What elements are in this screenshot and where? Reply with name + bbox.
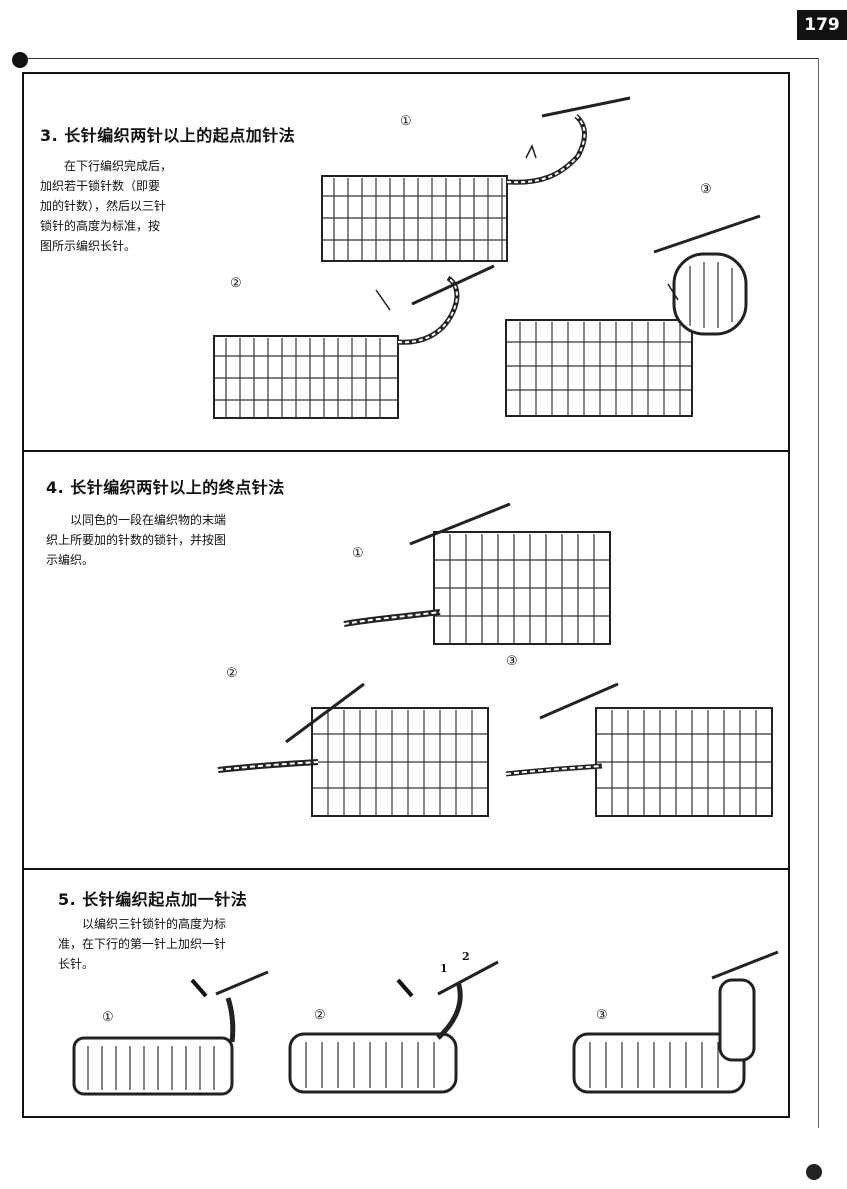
section-text: 以编织三针锁针的高度为标 准，在下行的第一针上加织一针 长针。 [58,917,227,971]
step-label: ① [400,114,412,129]
crochet-diagram [321,96,631,262]
arrow-label: 1 [440,962,448,975]
step-label: ② [226,666,238,681]
corner-mark [806,1164,822,1180]
content-frame: 3. 长针编织两针以上的起点加针法 在下行编织完成后， 加织若干锁针数（即要 加… [22,72,790,1118]
section-4: 4. 长针编织两针以上的终点针法 以同色的一段在编织物的末端 织上所要加的针数的… [24,450,788,868]
section-title: 3. 长针编织两针以上的起点加针法 [40,126,296,145]
section-text: 在下行编织完成后， 加织若干锁针数（即要 加的针数），然后以三针 锁针的高度为标… [40,159,173,253]
crochet-diagram [217,682,489,817]
crochet-diagram [505,682,773,817]
section-text: 以同色的一段在编织物的末端 织上所要加的针数的锁针，并按图 示编织。 [46,513,227,567]
step-label: ② [314,1008,326,1023]
section-title: 4. 长针编织两针以上的终点针法 [46,478,285,497]
arrow-label: 2 [462,950,470,963]
step-label: ③ [596,1008,608,1023]
margin-rule [818,58,819,1128]
crochet-diagram [343,502,611,645]
crochet-diagram [505,214,761,417]
crochet-diagram [213,264,495,419]
header-bullet [12,52,28,68]
crochet-diagram [572,950,779,1094]
step-label: ② [230,276,242,291]
section-3: 3. 长针编织两针以上的起点加针法 在下行编织完成后， 加织若干锁针数（即要 加… [24,74,788,450]
page-number: 179 [797,10,847,40]
step-label: ① [102,1010,114,1025]
section-title: 5. 长针编织起点加一针法 [58,890,248,909]
header-rule [26,58,818,59]
crochet-diagram [288,960,499,1094]
crochet-diagram [72,970,269,1096]
step-label: ③ [506,654,518,669]
section-5: 5. 长针编织起点加一针法 以编织三针锁针的高度为标 准，在下行的第一针上加织一… [24,868,788,1116]
step-label: ① [352,546,364,561]
step-label: ③ [700,182,712,197]
